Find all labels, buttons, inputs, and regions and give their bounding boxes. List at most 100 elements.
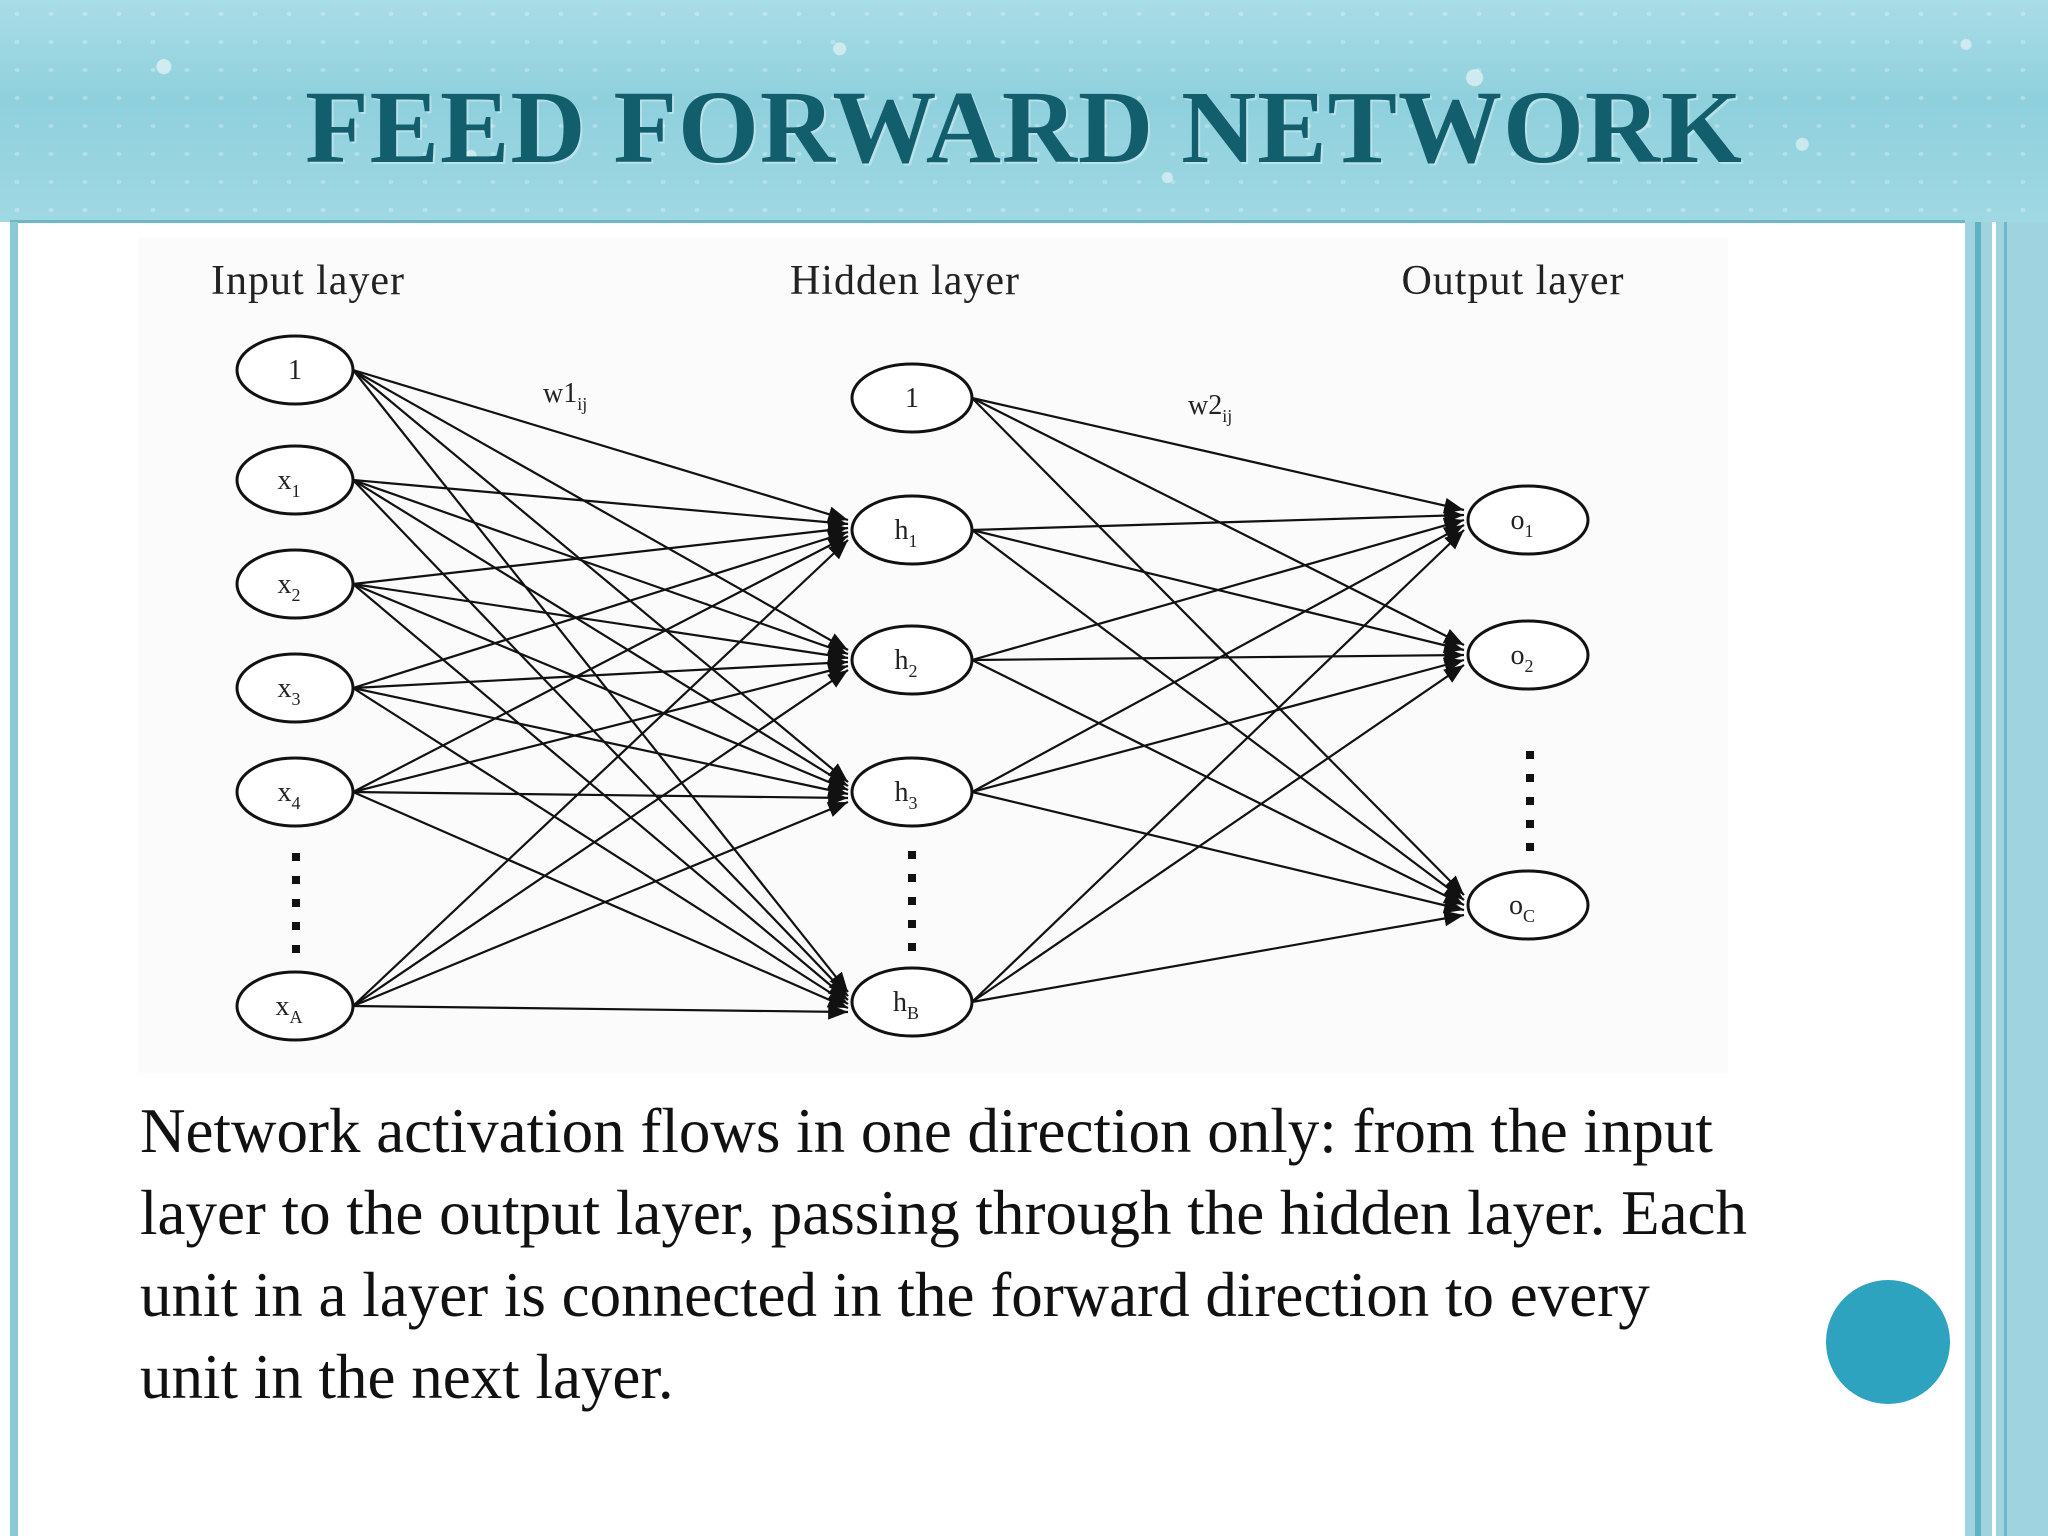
input-ellipsis-dot [292,945,300,953]
node-label-main: x [278,465,292,496]
node-label-sub: 3 [909,793,918,813]
hidden-ellipsis-dot [908,920,916,928]
node-label-main: h [895,645,909,676]
hidden-node-circle [850,362,974,434]
node-label-sub: 1 [292,481,301,501]
input-layer-label: Input layer [211,258,405,304]
input-node-1: x1 [235,444,355,516]
hidden-ellipsis-dot [908,897,916,905]
input-node-0: 1 [235,334,355,406]
frame-right-stripe-light [1992,222,1996,1536]
node-label-main: 1 [288,355,302,386]
node-label-sub: 1 [1525,521,1534,541]
node-label-main: 1 [905,383,919,414]
frame-top-line [10,220,1965,223]
output-ellipsis-dot [1526,751,1534,759]
input-node-2: x2 [235,548,355,620]
weight-w1-main: w1 [543,378,577,409]
node-label-main: h [893,987,907,1018]
edge-hidden-3-to-output-2 [971,790,1465,914]
hidden-ellipsis-dot [908,874,916,882]
node-label-main: h [895,777,909,808]
edge-input-0-to-hidden-1 [352,368,849,522]
node-label-sub: B [907,1003,919,1023]
hidden-node-circle [850,756,974,828]
node-label-sub: 2 [292,585,301,605]
output-node-1: o2 [1466,619,1590,691]
input-node-label: x4 [278,777,301,813]
hidden-node-circle [850,966,974,1038]
edge-hidden-4-to-output-2 [971,910,1465,1004]
edge-input-4-to-hidden-3 [352,789,849,806]
body-paragraph: Network activation flows in one directio… [140,1096,1748,1412]
output-node-circle [1466,869,1590,941]
hidden-node-label: h3 [895,777,918,813]
weight-w2-sub: ij [1222,406,1232,426]
edge-hidden-4-to-output-0 [971,529,1465,1003]
edge-input-2-to-hidden-3 [352,582,849,792]
output-node-2: oC [1466,869,1590,941]
output-ellipsis-dot [1526,820,1534,828]
node-label-main: x [278,673,292,704]
node-label-sub: 2 [1525,656,1534,676]
output-node-circle [1466,619,1590,691]
frame-right-stripe-thin [2004,222,2007,1536]
edge-hidden-0-to-output-0 [971,396,1465,514]
edge-input-3-to-hidden-4 [352,687,849,1005]
output-ellipsis-dot [1526,797,1534,805]
hidden-ellipsis-dot [908,943,916,951]
input-node-label: x1 [278,465,301,501]
edge-input-5-to-hidden-2 [352,669,849,1007]
input-node-4: x4 [235,756,355,828]
edge-input-4-to-hidden-2 [352,663,849,794]
frame-right-stripe [1975,222,1981,1536]
node-label-sub: 4 [292,793,301,813]
edge-input-2-to-hidden-4 [352,583,849,1001]
hidden-node-label: hB [893,987,919,1023]
node-label-main: x [278,569,292,600]
edge-hidden-2-to-output-0 [971,517,1465,662]
hidden-node-label: h2 [895,645,918,681]
edge-input-1-to-hidden-4 [352,479,849,997]
input-node-label: x3 [278,673,301,709]
input-ellipsis-dot [292,853,300,861]
connection-edges [352,368,1465,1020]
input-node-circle [235,652,355,724]
input-node-label: x2 [278,569,301,605]
hidden-node-label: 1 [905,383,919,414]
output-node-circle [1466,484,1590,556]
weight-w1-sub: ij [577,394,587,414]
edge-input-3-to-hidden-2 [352,655,849,690]
edge-input-5-to-hidden-3 [352,800,849,1008]
input-node-label: 1 [288,355,302,386]
edge-input-0-to-hidden-4 [352,369,849,993]
header-band [0,0,2048,222]
hidden-layer-label: Hidden layer [790,258,1020,304]
input-node-5: xA [235,970,355,1042]
node-label-sub: 3 [292,689,301,709]
input-node-circle [235,444,355,516]
output-layer-label: Output layer [1401,258,1624,304]
ellipsis-dots [292,751,1534,953]
frame-left-border [10,222,18,1536]
node-label-sub: A [290,1007,303,1027]
edge-hidden-0-to-output-2 [971,397,1465,896]
node-label-main: x [276,991,290,1022]
edge-input-3-to-hidden-1 [352,530,849,690]
edge-input-5-to-hidden-4 [352,1003,849,1020]
hidden-node-3: h3 [850,756,974,828]
output-node-label: o1 [1511,505,1534,541]
input-node-circle [235,548,355,620]
edge-input-2-to-hidden-1 [352,522,849,586]
output-node-label: oC [1509,890,1535,926]
input-node-circle [235,970,355,1042]
output-node-0: o1 [1466,484,1590,556]
hidden-node-label: h1 [895,515,918,551]
edge-input-4-to-hidden-4 [352,790,849,1010]
edge-hidden-4-to-output-1 [971,664,1465,1003]
weight-label-w2: w2ij [1188,390,1232,426]
slide-title: FEED FORWARD NETWORK [305,70,1743,185]
node-label-main: h [895,515,909,546]
node-label-main: o [1511,505,1525,536]
